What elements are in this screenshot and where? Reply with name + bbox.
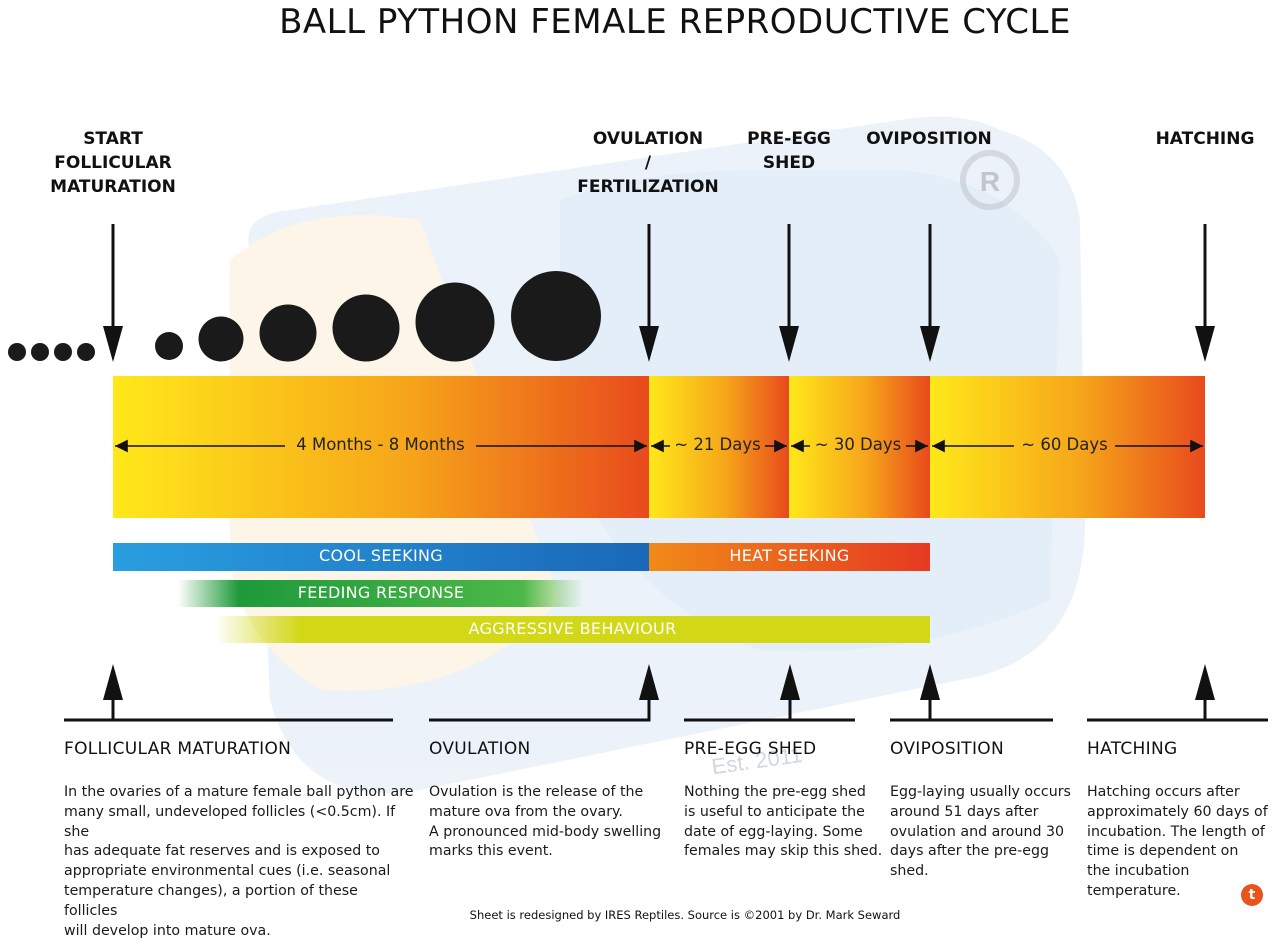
section-ovulation: OVULATION Ovulation is the release of th… (429, 739, 669, 862)
growing-follicle (198, 316, 244, 362)
cool-seeking-label: COOL SEEKING (319, 546, 443, 565)
page-title: BALL PYTHON FEMALE REPRODUCTIVE CYCLE (279, 2, 1071, 42)
event-label-ovulation: OVULATION / FERTILIZATION (568, 127, 728, 199)
section-line: days after the pre-egg (890, 843, 1049, 860)
section-line: shed. (890, 863, 929, 880)
phase-label-incubation: ~ 60 Days (1021, 435, 1108, 454)
section-line: incubation. The length of (1087, 823, 1265, 840)
section-line: Ovulation is the release of the (429, 784, 644, 800)
section-line: Nothing the pre-egg shed (684, 784, 866, 800)
feeding-response-label: FEEDING RESPONSE (297, 583, 465, 602)
event-label-oviposition: OVIPOSITION (859, 127, 999, 151)
event-line: OVULATION (592, 129, 704, 149)
section-line: A pronounced mid-body swelling (429, 823, 662, 840)
small-follicle (31, 343, 49, 361)
phase-block-incubation (930, 376, 1205, 518)
section-line: date of egg-laying. Some (684, 823, 863, 840)
event-line: FOLLICULAR (54, 153, 172, 173)
arrow-down-oviposition (920, 224, 940, 362)
section-line: around 51 days after (890, 803, 1039, 820)
section-line: marks this event. (429, 843, 553, 860)
aggressive-behaviour-label: AGGRESSIVE BEHAVIOUR (468, 619, 677, 638)
feeding-response-bar (178, 580, 584, 607)
section-line: is useful to anticipate the (684, 803, 865, 820)
follicle-dots (8, 271, 601, 362)
footer-credit: Sheet is redesigned by IRES Reptiles. So… (469, 908, 901, 922)
arrow-down-start (103, 224, 123, 362)
event-line: / (644, 153, 652, 173)
growing-follicle (511, 271, 601, 361)
growing-follicle (155, 332, 183, 360)
section-line: temperature changes), a portion of these… (64, 882, 358, 919)
arrow-up-oviposition (920, 664, 940, 700)
section-body: Egg-laying usually occurs around 51 days… (890, 783, 1080, 882)
event-line: FERTILIZATION (577, 177, 719, 197)
behaviour-bars (113, 543, 930, 643)
event-label-start: START FOLLICULAR MATURATION (33, 127, 193, 199)
section-line: appropriate environmental cues (i.e. sea… (64, 863, 391, 880)
section-line: will develop into mature ova. (64, 922, 271, 939)
phase-block-follicular (113, 376, 649, 518)
event-line: START (83, 129, 143, 149)
heat-seeking-bar (649, 543, 930, 571)
arrow-down-hatching (1195, 224, 1215, 362)
section-line: time is dependent on (1087, 843, 1239, 860)
section-line: ovulation and around 30 (890, 823, 1065, 840)
event-label-hatching: HATCHING (1135, 127, 1275, 151)
section-heading: FOLLICULAR MATURATION (64, 739, 292, 759)
arrow-up-hatching (1195, 664, 1215, 700)
phase-block-pre-egg-shed (789, 376, 930, 518)
section-line: Hatching occurs after (1087, 784, 1240, 800)
section-pre-egg-shed: PRE-EGG SHED Nothing the pre-egg shed is… (684, 739, 884, 862)
baseline-ovulation (429, 690, 651, 722)
section-line: has adequate fat reserves and is exposed… (64, 843, 380, 860)
phase-label-pre-egg-shed: ~ 30 Days (814, 435, 902, 454)
event-arrows-down (103, 224, 1215, 362)
growing-follicle (332, 294, 400, 362)
bottom-markers (64, 664, 1268, 722)
phase-label-follicular: 4 Months - 8 Months (296, 435, 465, 454)
phase-label-ovulation: ~ 21 Days (674, 435, 761, 454)
section-line: females may skip this shed. (684, 843, 883, 860)
event-line: HATCHING (1155, 129, 1255, 149)
heat-seeking-label: HEAT SEEKING (729, 546, 850, 565)
section-body: Ovulation is the release of the mature o… (429, 783, 669, 862)
section-line: the incubation temperature. (1087, 863, 1190, 899)
section-heading: PRE-EGG SHED (684, 739, 817, 759)
section-heading: OVIPOSITION (890, 739, 1004, 759)
small-follicle (54, 343, 72, 361)
phase-blocks (113, 376, 1205, 518)
event-line: OVIPOSITION (866, 129, 992, 149)
growing-follicle (259, 304, 317, 362)
section-line: approximately 60 days of (1087, 803, 1268, 820)
section-body: Hatching occurs after approximately 60 d… (1087, 783, 1279, 902)
section-oviposition: OVIPOSITION Egg-laying usually occurs ar… (890, 739, 1080, 882)
section-line: Egg-laying usually occurs (890, 784, 1071, 800)
section-body: Nothing the pre-egg shed is useful to an… (684, 783, 884, 862)
arrow-down-ovulation (639, 224, 659, 362)
event-line: SHED (762, 153, 816, 173)
section-line: mature ova from the ovary. (429, 803, 623, 820)
aggressive-behaviour-bar (215, 616, 930, 643)
growing-follicle (415, 282, 495, 362)
event-line: PRE-EGG (747, 129, 831, 149)
section-hatching: HATCHING Hatching occurs after approxima… (1087, 739, 1279, 902)
registered-mark: R (980, 166, 1000, 197)
arrow-up-follicular (103, 664, 123, 700)
arrow-down-pre-egg-shed (779, 224, 799, 362)
section-line: In the ovaries of a mature female ball p… (64, 784, 414, 800)
corner-badge-icon[interactable]: t (1241, 884, 1263, 906)
cool-seeking-bar (113, 543, 649, 571)
small-follicle (77, 343, 95, 361)
small-follicle (8, 343, 26, 361)
phase-block-ovulation (649, 376, 789, 518)
section-heading: OVULATION (429, 739, 531, 759)
event-line: MATURATION (50, 177, 176, 197)
section-heading: HATCHING (1087, 739, 1178, 759)
event-label-pre-egg-shed: PRE-EGG SHED (719, 127, 859, 175)
arrow-up-ovulation (639, 664, 659, 700)
section-line: many small, undeveloped follicles (<0.5c… (64, 803, 396, 840)
arrow-up-pre-egg-shed (780, 664, 800, 700)
